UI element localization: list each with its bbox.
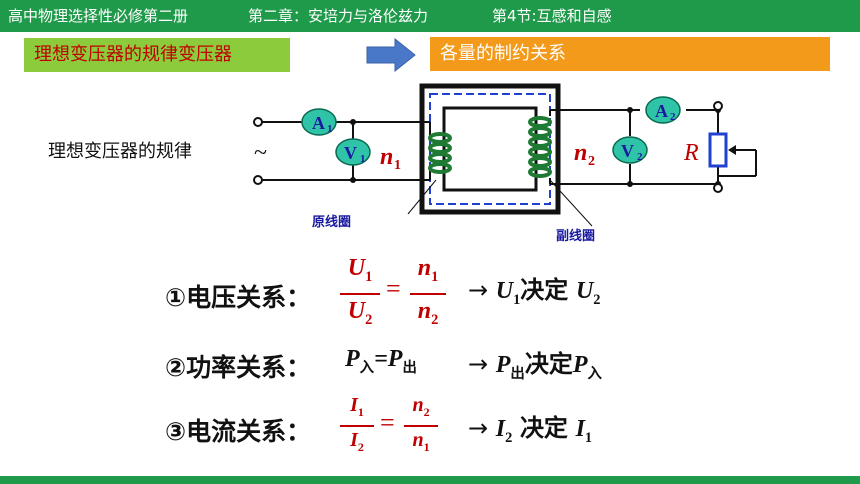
svg-text:1: 1 <box>394 158 401 173</box>
voltage-constraint: → U1决定 U2 <box>468 276 601 308</box>
svg-text:1: 1 <box>360 153 366 165</box>
voltmeter-1-icon <box>335 138 371 166</box>
ammeter-2-icon <box>645 96 681 124</box>
svg-text:A: A <box>312 113 325 133</box>
right-arrow-icon <box>366 38 416 72</box>
topic-tag: 理想变压器的规律变压器 <box>24 38 290 72</box>
constraint-tag: 各量的制约关系 <box>430 37 830 71</box>
resistor-shape <box>708 132 728 168</box>
turns-ratio-fraction: n1 n2 <box>410 254 446 334</box>
svg-text:1: 1 <box>327 123 333 135</box>
ac-source-symbol: ~ <box>254 140 267 166</box>
svg-text:V: V <box>621 141 634 161</box>
section-title: 第4节:互感和自感 <box>492 7 612 25</box>
power-constraint: → P出决定P入 <box>468 350 602 382</box>
current-ratio-fraction: I1 I2 <box>340 394 374 458</box>
primary-coil-label: 原线圈 <box>312 214 351 230</box>
chapter-title: 第二章：安培力与洛伦兹力 <box>248 7 429 25</box>
current-relation-label: ③电流关系： <box>165 417 312 446</box>
resistor-label: R <box>683 140 699 166</box>
svg-text:2: 2 <box>637 151 643 163</box>
n2-label: n <box>574 140 587 166</box>
svg-text:V: V <box>344 143 357 163</box>
header-bar: 高中物理选择性必修第二册 第二章：安培力与洛伦兹力 第4节:互感和自感 <box>0 0 860 32</box>
power-relation-label: ②功率关系： <box>165 353 312 382</box>
voltage-ratio-fraction: U1 U2 <box>340 254 380 334</box>
voltmeter-2-icon <box>612 136 648 164</box>
ammeter-1-icon <box>301 108 337 136</box>
course-title: 高中物理选择性必修第二册 <box>8 7 189 25</box>
svg-text:2: 2 <box>588 154 595 169</box>
rule-label: 理想变压器的规律 <box>48 141 192 162</box>
current-constraint: → I2 决定 I1 <box>468 414 593 446</box>
voltage-relation-label: ①电压关系： <box>165 283 312 312</box>
secondary-coil-label: 副线圈 <box>556 228 595 244</box>
power-equation: P入=P出 <box>345 346 417 376</box>
current-turns-fraction: n2 n1 <box>404 394 438 458</box>
svg-text:2: 2 <box>670 111 676 123</box>
transformer-circuit: A 1 V 1 A 2 V 2 n 1 n 2 R ~ 原线圈 副线圈 <box>253 83 757 244</box>
svg-text:A: A <box>655 101 668 121</box>
n1-label: n <box>380 144 393 170</box>
footer-bar <box>0 476 860 484</box>
